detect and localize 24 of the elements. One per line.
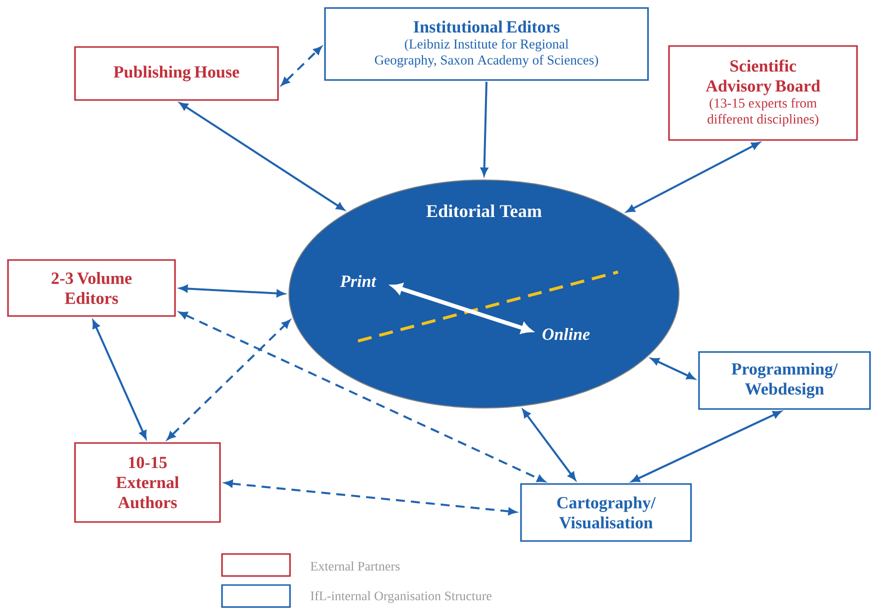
organisation-box: Scientific Advisory Board (13-15 experts from different disciplines): [668, 45, 858, 141]
arrow: [281, 46, 322, 86]
arrow: [391, 283, 532, 334]
organisation-box: Programming/ Webdesign: [698, 351, 871, 410]
arrow: [167, 320, 290, 440]
legend-label: External Partners: [310, 561, 400, 571]
organisation-box: Institutional Editors (Leibniz Institute for Regional Geography, Saxon Academy of Sciences): [324, 7, 649, 81]
organisation-box: 2-3 Volume Editors: [7, 259, 176, 317]
arrow: [650, 358, 695, 380]
arrow: [631, 410, 782, 482]
organisation-box: Cartography/ Visualisation: [520, 483, 692, 542]
arrow: [522, 409, 576, 480]
arrow: [180, 102, 345, 210]
organisation-box: 10-15 External Authors: [74, 442, 221, 523]
legend-label: IfL-internal Organisation Structure: [310, 591, 492, 603]
arrow: [180, 284, 285, 298]
arrow: [179, 312, 546, 482]
organisation-box: Publishing House: [74, 46, 279, 101]
arrow: [92, 320, 147, 439]
arrow: [224, 480, 516, 516]
ellipse-label: Print: [340, 275, 376, 287]
ellipse-label: Online: [542, 328, 590, 340]
arrow: [626, 142, 760, 212]
arrow: [480, 82, 488, 176]
